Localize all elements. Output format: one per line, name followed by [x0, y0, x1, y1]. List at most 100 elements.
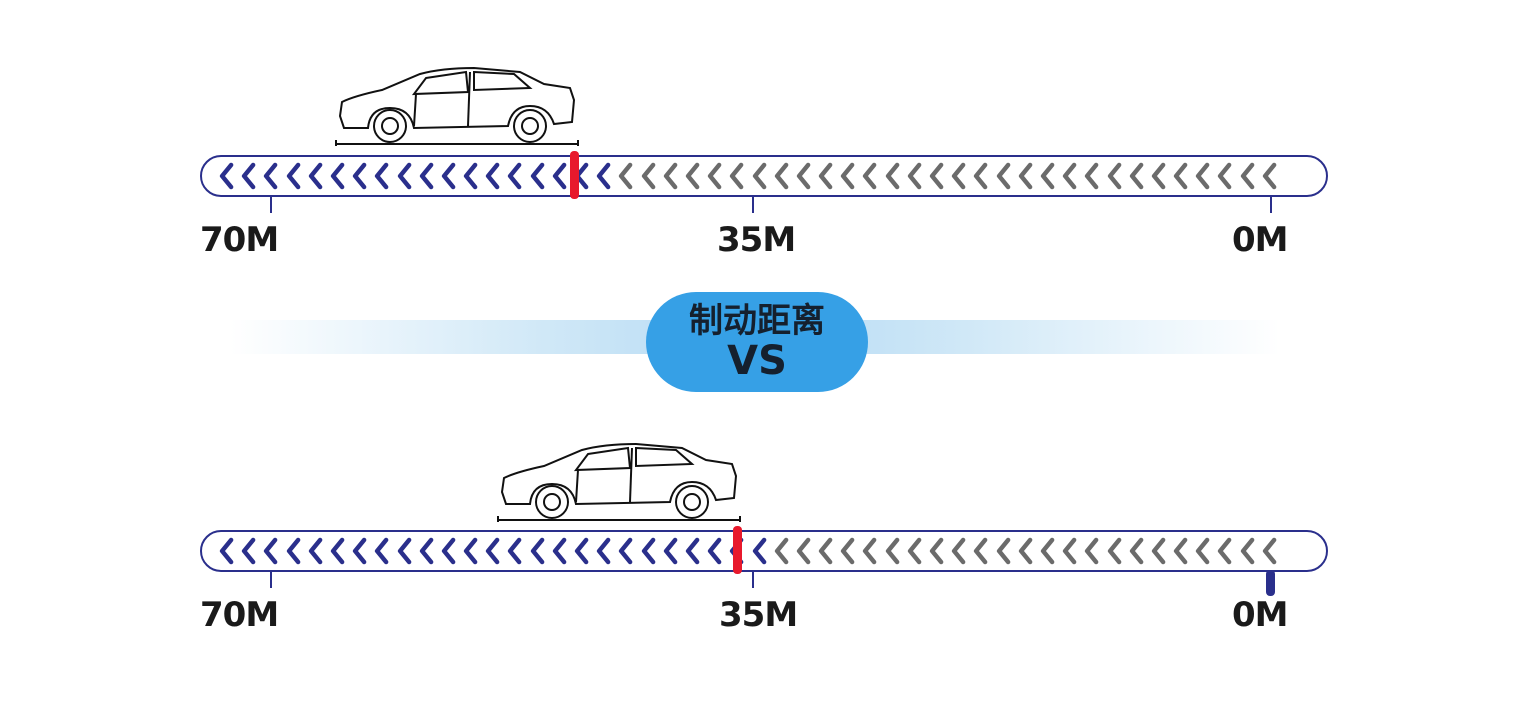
distance-track-top — [200, 151, 1328, 199]
chevron-left-icon — [1173, 537, 1188, 565]
chevron-left-icon — [641, 162, 655, 190]
chevron-left-icon — [707, 162, 722, 190]
tick-70m-top — [270, 197, 272, 213]
chevron-left-icon — [375, 162, 389, 190]
stop-marker-top — [570, 151, 579, 199]
label-70m-bottom: 70M — [200, 595, 279, 635]
comparison-badge: 制动距离 VS — [646, 292, 868, 392]
chevron-left-icon — [1262, 162, 1277, 190]
end-point-dot — [1266, 570, 1275, 596]
chevron-left-icon — [486, 537, 500, 565]
chevron-left-icon — [441, 537, 456, 565]
chevron-left-icon — [286, 537, 300, 565]
chevron-left-icon — [1151, 537, 1166, 565]
chevron-left-icon — [1173, 162, 1188, 190]
chevron-left-icon — [441, 162, 456, 190]
chevron-left-icon — [1085, 537, 1099, 565]
chevron-left-icon — [1196, 537, 1210, 565]
chevron-left-icon — [796, 537, 811, 565]
chevron-left-icon — [1196, 162, 1210, 190]
chevron-row-top — [216, 157, 1281, 195]
chevron-left-icon — [1040, 162, 1055, 190]
chevron-left-icon — [375, 537, 389, 565]
chevron-left-icon — [818, 162, 833, 190]
chevron-left-icon — [597, 537, 611, 565]
chevron-left-icon — [574, 537, 589, 565]
chevron-left-icon — [1129, 162, 1144, 190]
chevron-left-icon — [264, 162, 278, 190]
chevron-left-icon — [841, 162, 855, 190]
chevron-left-icon — [752, 537, 766, 565]
badge-title: 制动距离 — [689, 301, 825, 341]
chevron-left-icon — [219, 537, 234, 565]
chevron-left-icon — [242, 162, 256, 190]
distance-track-bottom — [200, 526, 1328, 574]
chevron-left-icon — [929, 537, 944, 565]
chevron-left-icon — [530, 162, 544, 190]
chevron-left-icon — [1018, 162, 1033, 190]
chevron-left-icon — [286, 162, 300, 190]
chevron-left-icon — [907, 162, 922, 190]
chevron-left-icon — [885, 162, 899, 190]
chevron-left-icon — [685, 537, 700, 565]
chevron-left-icon — [397, 162, 411, 190]
chevron-left-icon — [641, 537, 655, 565]
chevron-left-icon — [552, 537, 567, 565]
tick-35m-top — [752, 197, 754, 213]
chevron-left-icon — [863, 162, 877, 190]
chevron-left-icon — [308, 537, 323, 565]
chevron-left-icon — [552, 162, 567, 190]
chevron-left-icon — [308, 162, 323, 190]
chevron-left-icon — [1151, 162, 1166, 190]
chevron-left-icon — [1218, 162, 1232, 190]
label-0m-top: 0M — [1232, 220, 1288, 260]
chevron-left-icon — [597, 162, 611, 190]
chevron-left-icon — [264, 537, 278, 565]
label-35m-top: 35M — [717, 220, 796, 260]
chevron-left-icon — [1218, 537, 1232, 565]
chevron-left-icon — [685, 162, 700, 190]
chevron-left-icon — [352, 537, 367, 565]
chevron-left-icon — [463, 537, 478, 565]
chevron-left-icon — [818, 537, 833, 565]
chevron-left-icon — [508, 537, 522, 565]
chevron-left-icon — [419, 162, 434, 190]
chevron-left-icon — [1062, 162, 1077, 190]
car-illustration-top — [335, 66, 579, 146]
tick-35m-bottom — [752, 572, 754, 588]
stop-marker-bottom — [733, 526, 742, 574]
chevron-left-icon — [774, 537, 789, 565]
chevron-left-icon — [352, 162, 367, 190]
chevron-left-icon — [1040, 537, 1055, 565]
chevron-left-icon — [397, 537, 411, 565]
chevron-left-icon — [1240, 537, 1254, 565]
chevron-left-icon — [774, 162, 789, 190]
chevron-left-icon — [1107, 537, 1121, 565]
chevron-left-icon — [752, 162, 766, 190]
chevron-left-icon — [796, 162, 811, 190]
chevron-left-icon — [974, 162, 988, 190]
tick-0m-top — [1270, 197, 1272, 213]
label-0m-bottom: 0M — [1232, 595, 1288, 635]
chevron-left-icon — [730, 162, 744, 190]
chevron-left-icon — [1262, 537, 1277, 565]
chevron-row-bottom — [216, 532, 1281, 570]
chevron-left-icon — [952, 162, 966, 190]
chevron-left-icon — [663, 537, 678, 565]
chevron-left-icon — [530, 537, 544, 565]
chevron-left-icon — [419, 537, 434, 565]
chevron-left-icon — [1085, 162, 1099, 190]
chevron-left-icon — [996, 162, 1010, 190]
tick-70m-bottom — [270, 572, 272, 588]
chevron-left-icon — [885, 537, 899, 565]
chevron-left-icon — [463, 162, 478, 190]
chevron-left-icon — [996, 537, 1010, 565]
chevron-left-icon — [486, 162, 500, 190]
chevron-left-icon — [1129, 537, 1144, 565]
chevron-left-icon — [907, 537, 922, 565]
chevron-left-icon — [242, 537, 256, 565]
chevron-left-icon — [330, 162, 345, 190]
chevron-left-icon — [1240, 162, 1254, 190]
chevron-left-icon — [974, 537, 988, 565]
badge-vs: VS — [727, 338, 787, 384]
